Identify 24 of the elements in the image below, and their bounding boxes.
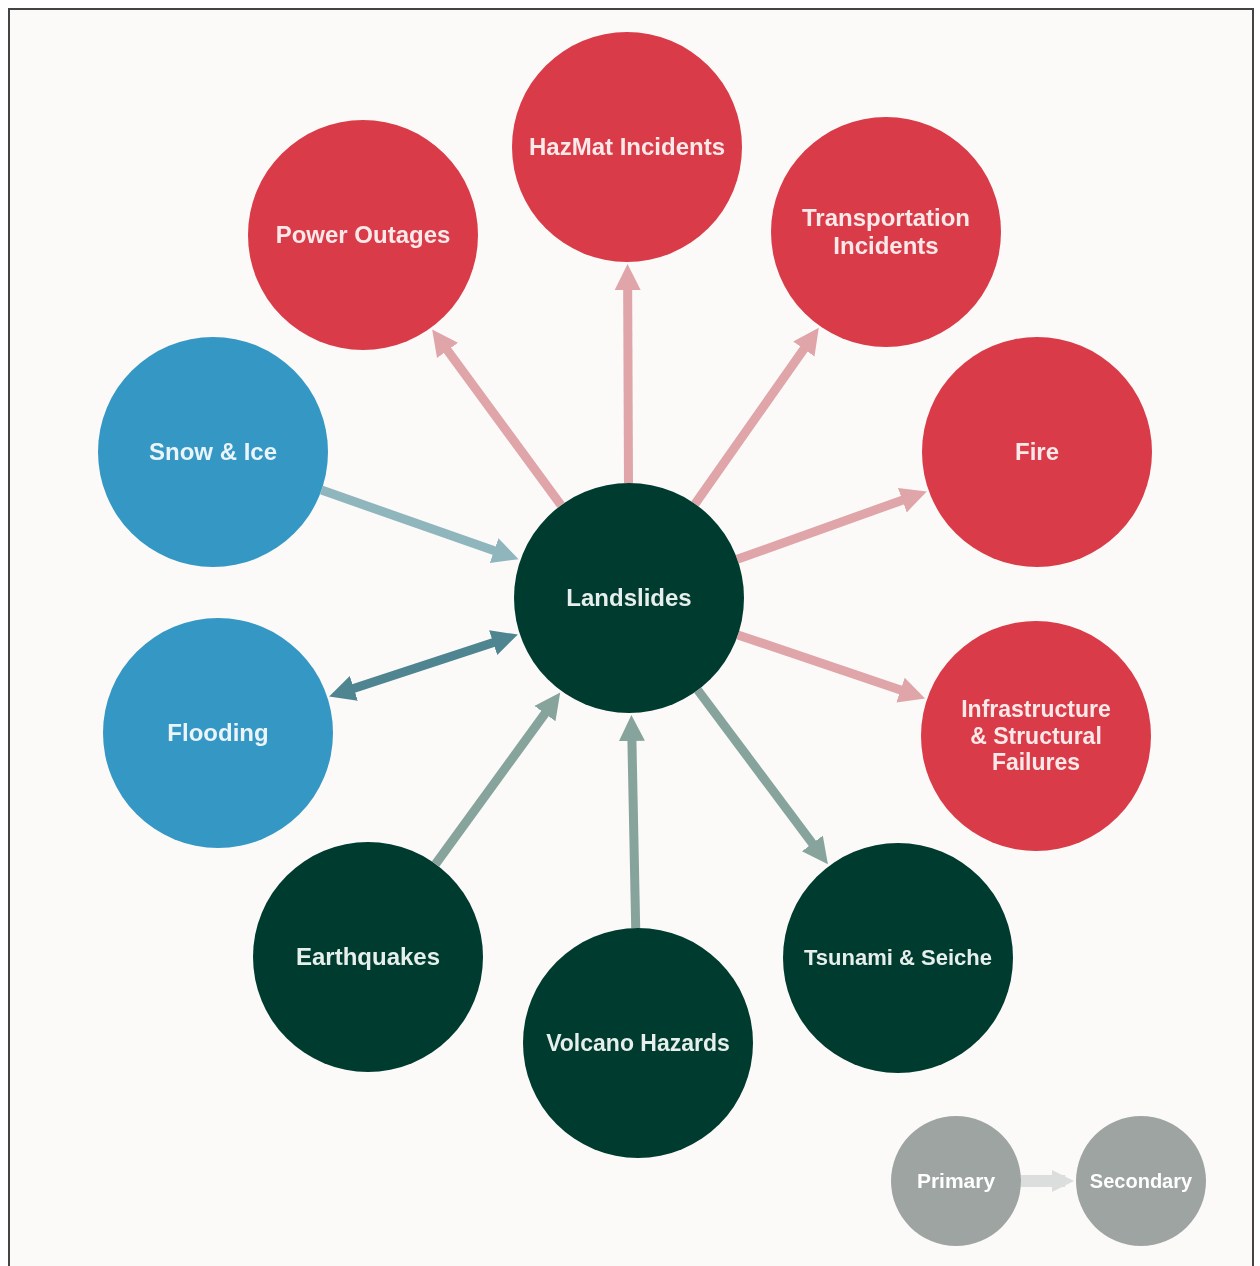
node-label: Secondary [1088,1169,1194,1193]
node-label: Power Outages [274,221,452,249]
node-label: Landslides [565,584,693,612]
arrow [736,630,926,703]
arrow [618,715,645,929]
node-label: Primary [915,1168,997,1194]
node-label: Transportation Incidents [801,204,971,260]
arrow [432,329,565,508]
arrow [431,692,561,867]
arrow [614,264,641,483]
arrow [694,687,828,865]
arrow [329,630,518,701]
arrow [735,487,927,564]
arrow [320,485,519,563]
node-label: HazMat Incidents [528,133,726,161]
node-label: Flooding [166,719,270,747]
node-label: Snow & Ice [148,438,278,466]
node-label: Fire [1014,438,1060,466]
node-label: Earthquakes [294,943,442,971]
arrow [1021,1170,1074,1192]
node-label: Tsunami & Seiche [803,945,993,971]
node-label: Volcano Hazards [545,1029,731,1057]
arrow [691,327,819,507]
node-label: Infrastructure & Structural Failures [960,696,1112,776]
